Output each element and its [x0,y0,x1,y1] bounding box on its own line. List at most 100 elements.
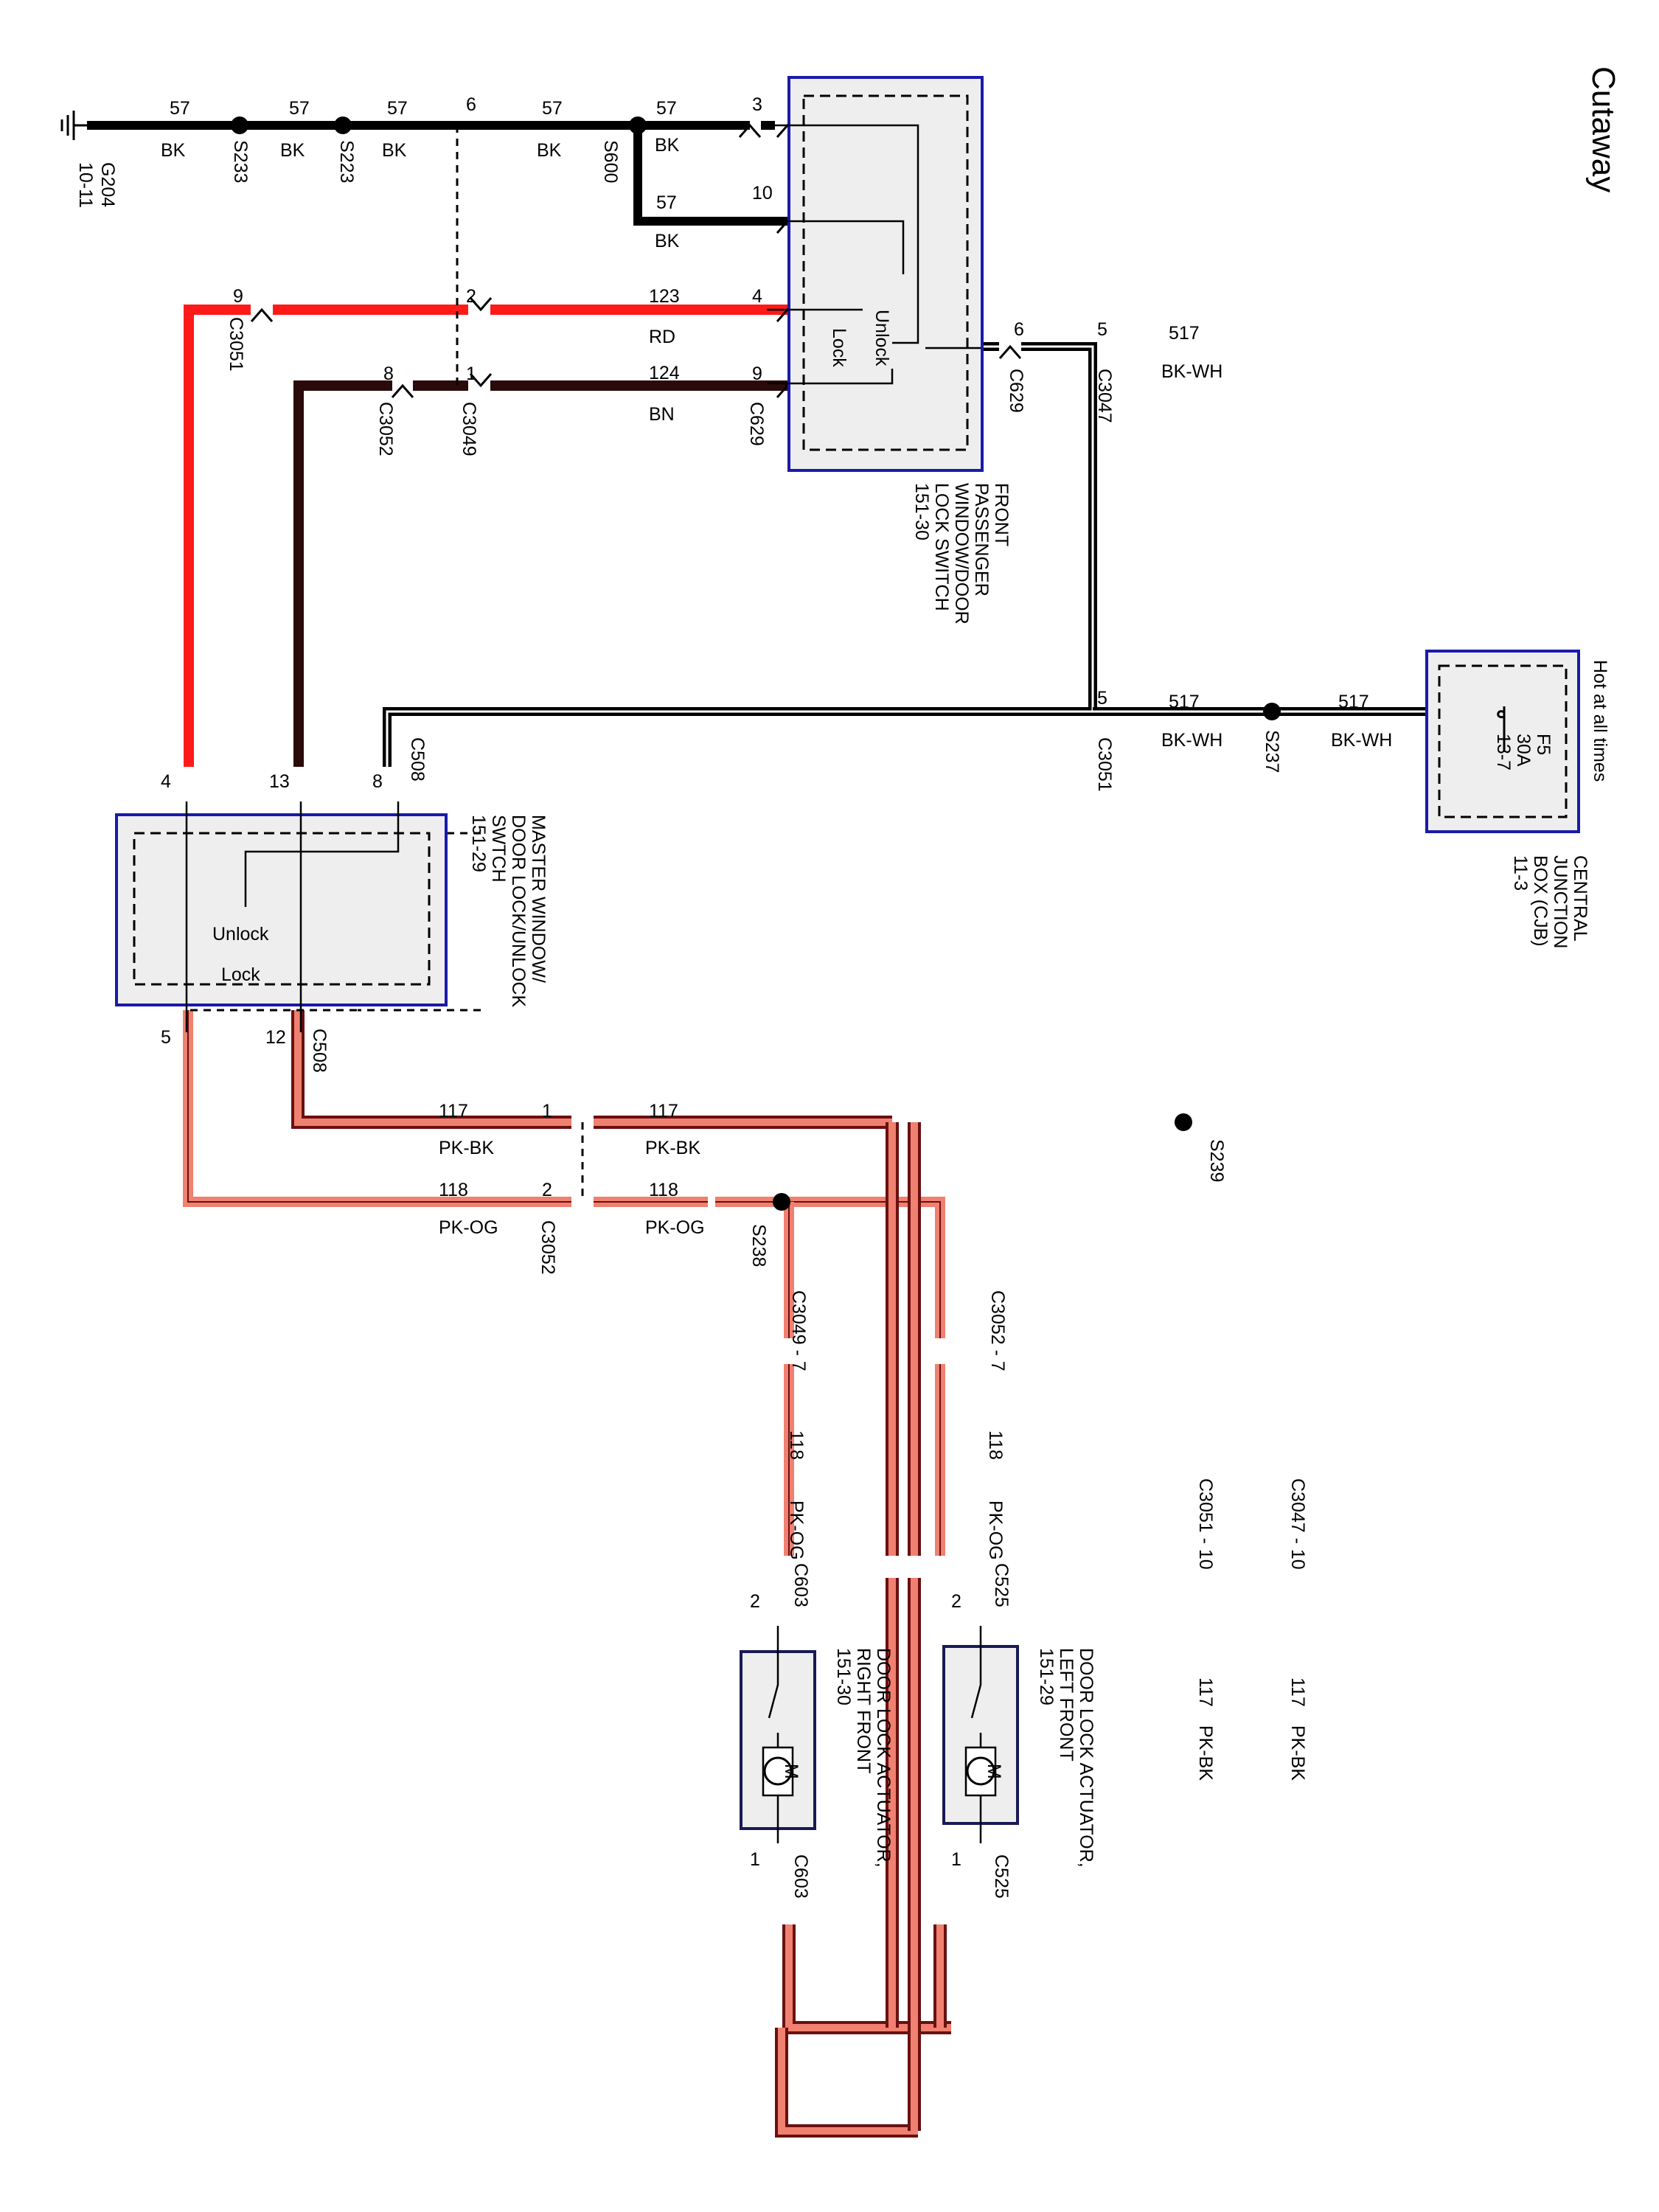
wire-label: BK-WH [1161,730,1222,751]
connector-dashes [186,125,584,1202]
wire-124-bn [293,380,800,767]
wire-label: BK [655,231,680,251]
wire-label: BK [161,140,186,161]
wire-label: 57 [656,98,677,119]
wire-label: PK-OG [985,1500,1006,1560]
splice-label: S233 [230,140,251,183]
wire-label: 517 [1338,692,1369,712]
wire-label: BK [382,140,407,161]
pin-label: 5 [1097,319,1107,340]
pin-label: 12 [265,1027,286,1048]
cjb-line-2: BOX (CJB) [1530,855,1551,947]
connector-label: C603 [790,1854,811,1899]
splice-s239 [1175,1113,1192,1131]
splice-label: S237 [1262,730,1282,773]
connector-label: C525 [991,1563,1012,1607]
wire-57-bk [87,121,866,226]
wire-label: 117 [1195,1677,1216,1707]
wire-label: 57 [170,98,190,119]
wire-label: BK [280,140,305,161]
actuator-lf-box [942,1626,1019,1843]
master-switch-line-2: SWTCH [488,815,509,883]
pin-label: 13 [269,771,290,792]
cjb-amps: 30A [1513,734,1534,767]
ground-ref: 10-11 [75,162,96,208]
wire-label: 57 [656,192,677,213]
wire-label: PK-OG [786,1500,807,1560]
page-title: Cutaway [1585,66,1621,192]
master-switch-line-0: MASTER WINDOW/ [528,815,549,983]
connector-label: C3049 - 7 [788,1290,809,1371]
pass-switch-line-4: 151-30 [911,483,932,540]
wire-123-rd [184,305,800,767]
cjb-title: CENTRAL JUNCTION BOX (CJB) 11-3 Hot at a… [1493,660,1610,948]
master-lock-label: Lock [221,964,260,985]
pin-label: 9 [752,364,762,384]
pass-switch-line-3: LOCK SWITCH [931,483,952,611]
connector-label: C3049 [459,402,479,456]
pin-label: 5 [161,1027,171,1048]
splice-label: S600 [600,140,621,183]
connector-label: C508 [309,1029,330,1073]
pin-label: 1 [466,364,476,384]
splice-label: S223 [336,140,357,183]
wire-label: 517 [1169,692,1200,712]
wire-label: PK-BK [1287,1725,1308,1781]
actuator-lf-motor: M [984,1764,1004,1779]
wire-label: BK-WH [1161,361,1222,382]
actuator-lf-line-1: LEFT FRONT [1056,1648,1077,1761]
pin-label: 9 [233,286,243,307]
wire-label: RD [649,327,675,347]
wire-label: 118 [649,1180,678,1200]
pass-switch-line-0: FRONT [991,483,1012,546]
wire-label: 57 [542,98,563,119]
pass-switch-line-2: WINDOW/DOOR [951,483,972,625]
cjb-box [1425,650,1580,833]
pin-label: 2 [951,1591,961,1612]
master-unlock-label: Unlock [212,924,269,945]
wire-label: 123 [649,286,680,307]
pin-label: 6 [466,94,476,115]
wire-label: PK-BK [645,1138,700,1158]
splice-label: S239 [1206,1139,1227,1182]
cjb-line-1: JUNCTION [1550,855,1571,948]
master-switch-title: MASTER WINDOW/ DOOR LOCK/UNLOCK SWTCH 15… [468,815,549,1007]
pin-label: 1 [542,1101,552,1121]
wire-label: 118 [439,1180,468,1200]
wire-label: 57 [289,98,310,119]
wire-label: BK-WH [1331,730,1392,751]
ground-g204 [60,111,87,140]
connector-label: C3052 [538,1220,558,1275]
switch-lock-label: Lock [829,328,849,367]
wire-label: BK [537,140,562,161]
cjb-hot: Hot at all times [1590,660,1610,782]
pin-label: 10 [752,183,773,204]
pass-switch-title: FRONT PASSENGER WINDOW/DOOR LOCK SWITCH … [911,483,1012,625]
splice-s237 [1263,703,1281,720]
cjb-ref: 13-7 [1493,734,1514,771]
splice-s600 [629,116,647,134]
wire-label: BN [649,404,675,425]
pin-label: 2 [542,1180,552,1200]
diagram-body [60,111,1515,2138]
actuator-rf-line-0: DOOR LOCK ACTUATOR, [873,1648,894,1868]
connector-label: C3052 - 7 [987,1290,1008,1371]
actuator-lf-line-0: DOOR LOCK ACTUATOR, [1076,1648,1096,1868]
wire-label: PK-OG [645,1217,705,1238]
pin-label: 6 [1014,319,1024,340]
connector-label: C603 [790,1563,811,1607]
actuator-rf-motor: M [781,1764,801,1779]
pin-label: 1 [951,1849,961,1870]
vertical-labels: Cutaway G204 10-11 S233 S223 S600 S237 S… [75,66,1621,1899]
actuator-rf-title: DOOR LOCK ACTUATOR, RIGHT FRONT 151-30 M [781,1648,894,1868]
wire-label: PK-OG [439,1217,498,1238]
connector-label: C3047 [1094,369,1115,423]
cjb-fuse: F5 [1533,734,1554,755]
wire-label: 117 [649,1101,678,1121]
wire-label: 517 [1169,323,1200,344]
connector-label: C3052 [375,402,396,456]
connector-label: C629 [746,402,767,446]
wire-label: 117 [1287,1677,1308,1707]
master-switch-line-1: DOOR LOCK/UNLOCK [508,815,529,1007]
